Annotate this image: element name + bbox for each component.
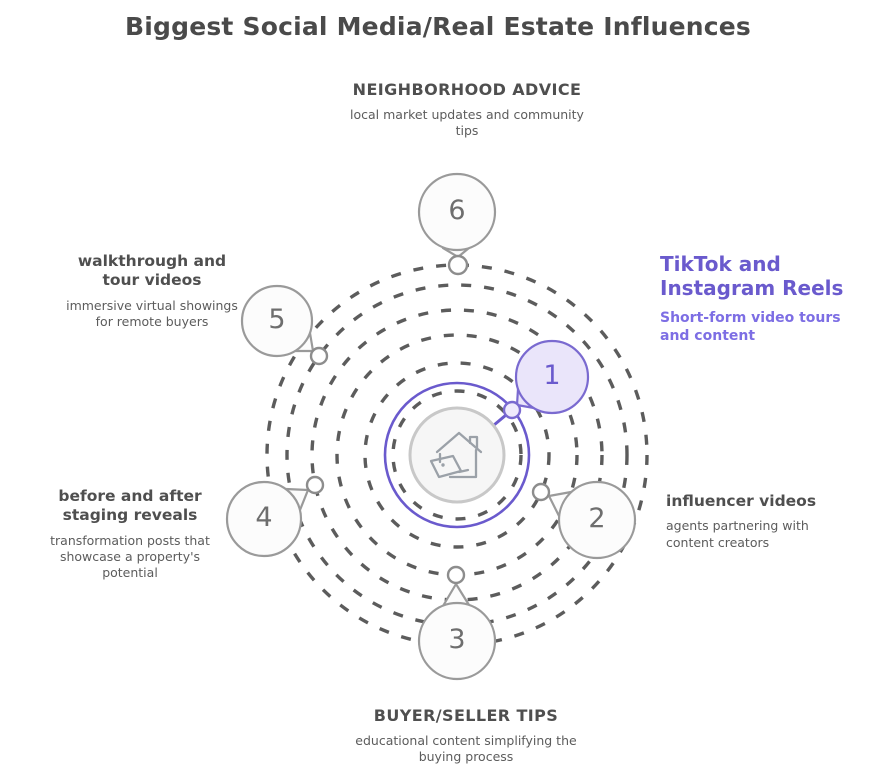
orbit-node-1 bbox=[502, 400, 522, 420]
orbit-node-4 bbox=[305, 475, 325, 495]
orbit-ring-4 bbox=[310, 308, 604, 602]
label-item-2: influencer videos agents partnering with… bbox=[666, 492, 871, 551]
bubble-2-number: 2 bbox=[588, 503, 606, 534]
bubble-3-balloon bbox=[417, 601, 497, 681]
highlighted-orbit-ring bbox=[383, 381, 531, 529]
bubble-4 bbox=[225, 480, 310, 558]
bubble-5-number: 5 bbox=[268, 304, 286, 335]
label-item-4-heading: before and after staging reveals bbox=[58, 487, 202, 525]
bubble-6 bbox=[417, 172, 497, 259]
label-item-2-subtext: agents partnering with content creators bbox=[666, 518, 809, 550]
label-item-4: before and after staging reveals transfo… bbox=[35, 487, 225, 582]
center-circle bbox=[408, 406, 506, 504]
label-item-1: TikTok and Instagram Reels Short-form vi… bbox=[660, 252, 845, 345]
label-item-5-subtext: immersive virtual showings for remote bu… bbox=[66, 297, 238, 329]
bubble-5-balloon bbox=[240, 284, 314, 358]
label-item-6: NEIGHBORHOOD ADVICE local market updates… bbox=[347, 80, 587, 140]
page-title: Biggest Social Media/Real Estate Influen… bbox=[124, 12, 751, 41]
label-item-5-heading: walkthrough and tour videos bbox=[77, 252, 227, 290]
label-item-6-subtext: local market updates and community tips bbox=[350, 107, 584, 139]
label-item-2-heading: influencer videos bbox=[666, 492, 817, 510]
label-item-3-subtext: educational content simplifying the buyi… bbox=[355, 733, 577, 765]
orbit-node-6 bbox=[447, 254, 469, 276]
bubble-4-number: 4 bbox=[255, 502, 273, 533]
label-item-5: walkthrough and tour videos immersive vi… bbox=[57, 252, 247, 330]
bubble-2 bbox=[547, 480, 637, 560]
bubble-1-number: 1 bbox=[543, 360, 561, 391]
bubble-3-number: 3 bbox=[448, 624, 466, 655]
orbit-ring-6 bbox=[265, 263, 649, 647]
label-item-6-heading: NEIGHBORHOOD ADVICE bbox=[352, 80, 582, 99]
label-item-4-subtext: transformation posts that showcase a pro… bbox=[50, 532, 210, 581]
orbit-node-2 bbox=[531, 482, 551, 502]
orbit-ring-5 bbox=[285, 283, 629, 627]
bubble-1 bbox=[514, 339, 590, 415]
bubble-4-balloon bbox=[225, 480, 303, 558]
label-item-1-heading: TikTok and Instagram Reels bbox=[660, 252, 844, 300]
bubble-6-number: 6 bbox=[448, 195, 466, 226]
bubble-6-balloon bbox=[417, 172, 497, 252]
orbit-node-5 bbox=[309, 346, 329, 366]
label-item-3-heading: BUYER/SELLER TIPS bbox=[373, 706, 559, 725]
bubble-2-balloon bbox=[557, 480, 637, 560]
bubble-3 bbox=[417, 582, 497, 681]
bubble-1-balloon bbox=[514, 339, 590, 415]
bubble-5 bbox=[240, 284, 315, 358]
label-item-1-subtext: Short-form video tours and content bbox=[660, 310, 841, 345]
label-item-3: BUYER/SELLER TIPS educational content si… bbox=[336, 706, 596, 766]
orbit-ring-2 bbox=[363, 361, 551, 549]
orbit-ring-1 bbox=[391, 389, 523, 521]
house-with-device-icon bbox=[429, 431, 483, 479]
orbit-node-3 bbox=[446, 565, 466, 585]
